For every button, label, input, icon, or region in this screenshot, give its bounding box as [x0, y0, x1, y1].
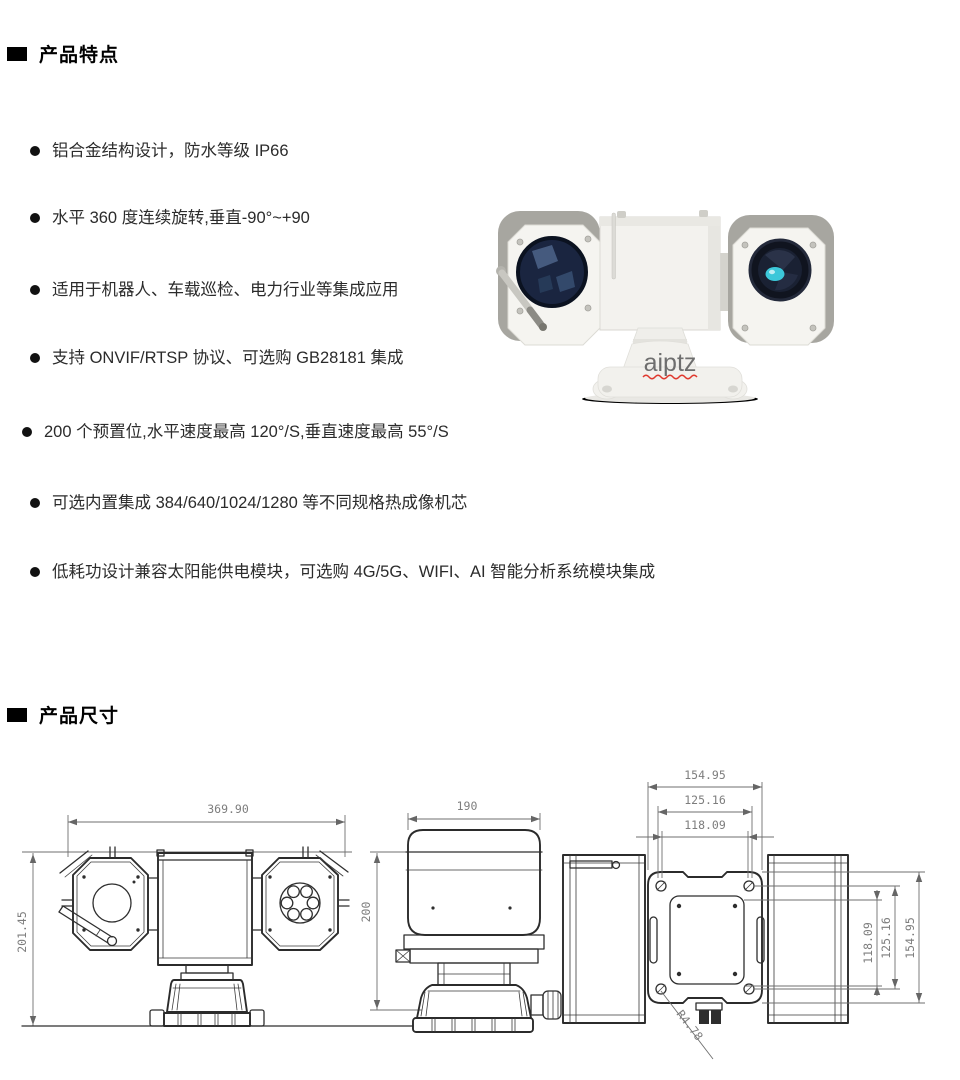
- side-view-drawing: 190 200: [359, 799, 562, 1033]
- base-top-dim-1: 154.95: [684, 768, 726, 782]
- dimensions-heading-row: 产品尺寸: [7, 701, 119, 728]
- feature-item: 支持 ONVIF/RTSP 协议、可选购 GB28181 集成: [30, 346, 403, 370]
- bullet-dot-icon: [22, 427, 32, 437]
- feature-text: 铝合金结构设计，防水等级 IP66: [52, 142, 289, 160]
- spellcheck-squiggle: [642, 374, 698, 380]
- feature-item: 适用于机器人、车载巡检、电力行业等集成应用: [30, 278, 399, 302]
- feature-item: 200 个预置位,水平速度最高 120°/S,垂直速度最高 55°/S: [22, 420, 449, 444]
- front-right-pod: [261, 846, 350, 951]
- bullet-dot-icon: [30, 498, 40, 508]
- feature-text: 200 个预置位,水平速度最高 120°/S,垂直速度最高 55°/S: [44, 423, 449, 441]
- feature-text: 适用于机器人、车载巡检、电力行业等集成应用: [52, 281, 399, 299]
- radius-callout: R4.78: [660, 990, 714, 1060]
- cable-gland: [530, 994, 544, 1016]
- features-heading: 产品特点: [39, 45, 120, 66]
- feature-item: 可选内置集成 384/640/1024/1280 等不同规格热成像机芯: [30, 491, 467, 515]
- camera-body: [599, 210, 721, 331]
- feature-text: 低耗功设计兼容太阳能供电模块，可选购 4G/5G、WIFI、AI 智能分析系统模…: [52, 563, 656, 581]
- base-left-pod: [562, 854, 646, 1024]
- base-right-dimensions: 118.09 125.16 154.95: [744, 871, 925, 1004]
- side-depth-label: 190: [457, 799, 478, 813]
- base-right-dim-2: 125.16: [879, 917, 893, 959]
- pedestal-base: aiptz: [592, 327, 748, 400]
- wiper-arm: [496, 266, 547, 331]
- base-right-dim-3: 154.95: [903, 917, 917, 959]
- mounting-plate: [647, 871, 765, 1024]
- feature-item: 铝合金结构设计，防水等级 IP66: [30, 139, 289, 163]
- base-top-dim-2: 125.16: [684, 793, 726, 807]
- features-heading-row: 产品特点: [7, 40, 119, 67]
- front-height-label: 201.45: [15, 911, 29, 953]
- bullet-dot-icon: [30, 353, 40, 363]
- front-width-label: 369.90: [207, 802, 249, 816]
- section-marker-icon: [7, 46, 27, 61]
- feature-item: 低耗功设计兼容太阳能供电模块，可选购 4G/5G、WIFI、AI 智能分析系统模…: [30, 560, 655, 584]
- base-view-drawing: 154.95 125.16 118.09 118.09: [562, 768, 925, 1060]
- visible-camera-pod: [496, 224, 601, 346]
- front-left-pod: [58, 846, 149, 951]
- base-top-dimensions: 154.95 125.16 118.09: [636, 768, 774, 878]
- dimensions-heading: 产品尺寸: [39, 706, 120, 727]
- front-center-body: [147, 849, 263, 966]
- camera-lens: [516, 236, 588, 308]
- brand-label: aiptz: [644, 349, 697, 377]
- thermal-lens: [748, 238, 812, 302]
- feature-text: 水平 360 度连续旋转,垂直-90°~+90: [52, 209, 310, 227]
- base-gland-bracket: [695, 1002, 723, 1011]
- base-right-dim-1: 118.09: [861, 922, 875, 964]
- feature-text: 支持 ONVIF/RTSP 协议、可选购 GB28181 集成: [52, 349, 404, 367]
- section-marker-icon: [7, 707, 27, 722]
- bullet-dot-icon: [30, 146, 40, 156]
- dimension-drawings: 369.90 201.45: [15, 768, 925, 1060]
- bullet-dot-icon: [30, 285, 40, 295]
- base-right-pod: [767, 854, 849, 1024]
- feature-item: 水平 360 度连续旋转,垂直-90°~+90: [30, 206, 310, 230]
- side-neck: [437, 962, 511, 986]
- front-pedestal: [149, 964, 265, 1027]
- bullet-dot-icon: [30, 567, 40, 577]
- front-view-drawing: 369.90 201.45: [15, 802, 414, 1027]
- side-pedestal: [412, 984, 562, 1033]
- side-height-label: 200: [359, 902, 373, 923]
- side-plates: [395, 934, 545, 964]
- product-photo: aiptz: [496, 210, 834, 404]
- bullet-dot-icon: [30, 213, 40, 223]
- side-head: [405, 829, 543, 936]
- thermal-camera-pod: [732, 227, 826, 346]
- feature-text: 可选内置集成 384/640/1024/1280 等不同规格热成像机芯: [52, 494, 468, 512]
- antenna-rod: [611, 212, 616, 280]
- base-top-dim-3: 118.09: [684, 818, 726, 832]
